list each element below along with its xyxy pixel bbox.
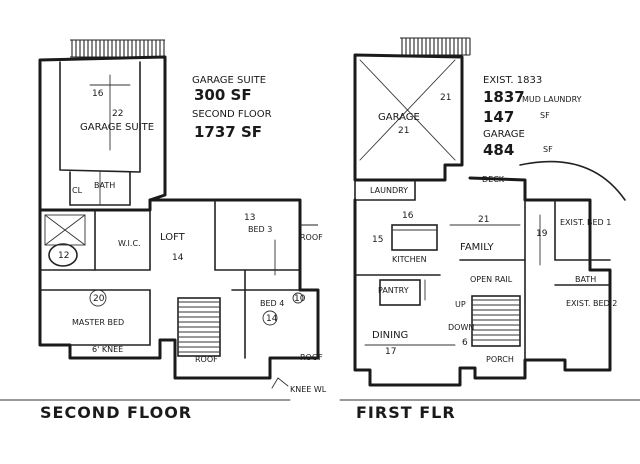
first-floor-plan bbox=[353, 37, 626, 387]
room-dining: DINING bbox=[372, 330, 408, 341]
dim-loft: 14 bbox=[172, 253, 184, 263]
exist-note: EXIST. 1833 bbox=[483, 75, 542, 86]
dim-knee-wall: KNEE WL bbox=[290, 385, 327, 394]
room-deck: DECK bbox=[482, 175, 505, 184]
room-bath-suite: BATH bbox=[94, 181, 115, 190]
mud-laundry-sf: 147 bbox=[483, 108, 514, 126]
dim-suite-width: 16 bbox=[92, 89, 104, 99]
mud-laundry-sf-unit: SF bbox=[540, 111, 550, 120]
second-floor-title: SECOND FLOOR bbox=[40, 403, 192, 422]
dim-family-w: 21 bbox=[478, 215, 489, 225]
dim-family-d: 19 bbox=[536, 229, 548, 239]
room-open-rail: OPEN RAIL bbox=[470, 275, 513, 284]
room-kitchen: KITCHEN bbox=[392, 255, 427, 264]
dim-master: 20 bbox=[93, 294, 105, 304]
dim-bed3: 13 bbox=[244, 213, 255, 223]
room-pantry: PANTRY bbox=[378, 286, 409, 295]
room-down: DOWN bbox=[448, 323, 474, 332]
room-garage: GARAGE bbox=[378, 112, 420, 123]
first-floor-title: FIRST FLR bbox=[356, 403, 456, 422]
room-exist-bed2: EXIST. BED 2 bbox=[566, 299, 617, 308]
room-roof-left: ROOF bbox=[300, 353, 323, 362]
room-garage-suite: GARAGE SUITE bbox=[80, 122, 154, 133]
dim-bed4-b: 10 bbox=[294, 294, 306, 304]
dim-bed4: 14 bbox=[266, 314, 278, 324]
dim-master-tub: 12 bbox=[58, 251, 69, 261]
dim-master-knee: 6' KNEE bbox=[92, 345, 123, 354]
room-cl: CL bbox=[72, 186, 83, 195]
dim-garage-w: 21 bbox=[398, 126, 409, 136]
room-loft: LOFT bbox=[160, 232, 186, 243]
dim-kitchen-d: 15 bbox=[372, 235, 383, 245]
room-roof-bottom: ROOF bbox=[195, 355, 218, 364]
dim-suite-depth: 22 bbox=[112, 109, 123, 119]
garage-suite-sf: 300 SF bbox=[194, 86, 252, 104]
mud-laundry-note: MUD LAUNDRY bbox=[522, 95, 582, 104]
room-laundry: LAUNDRY bbox=[370, 186, 408, 195]
dim-kitchen-w: 16 bbox=[402, 211, 414, 221]
room-family: FAMILY bbox=[460, 242, 494, 253]
room-exist-bed1: EXIST. BED 1 bbox=[560, 218, 611, 227]
dim-porch: 6 bbox=[462, 338, 468, 348]
roof-hatch-second bbox=[70, 39, 165, 58]
roof-hatch-first bbox=[400, 37, 471, 56]
dim-garage-d: 21 bbox=[440, 93, 451, 103]
room-bed4: BED 4 bbox=[260, 299, 284, 308]
garage-sf-unit: SF bbox=[543, 145, 553, 154]
second-floor-plan bbox=[38, 39, 320, 389]
room-roof-right: ROOF bbox=[300, 233, 323, 242]
room-wic: W.I.C. bbox=[118, 239, 141, 248]
room-porch: PORCH bbox=[486, 355, 514, 364]
room-master-bed: MASTER BED bbox=[72, 318, 124, 327]
room-bed3: BED 3 bbox=[248, 225, 272, 234]
room-up: UP bbox=[455, 300, 466, 309]
dim-dining: 17 bbox=[385, 347, 396, 357]
room-bath-first: BATH bbox=[575, 275, 596, 284]
exist-total: 1837 bbox=[483, 88, 525, 106]
garage-note: GARAGE bbox=[483, 129, 525, 140]
garage-suite-note: GARAGE SUITE bbox=[192, 75, 266, 86]
second-floor-sf: 1737 SF bbox=[194, 123, 262, 141]
second-floor-note: SECOND FLOOR bbox=[192, 109, 272, 120]
garage-sf: 484 bbox=[483, 141, 514, 159]
